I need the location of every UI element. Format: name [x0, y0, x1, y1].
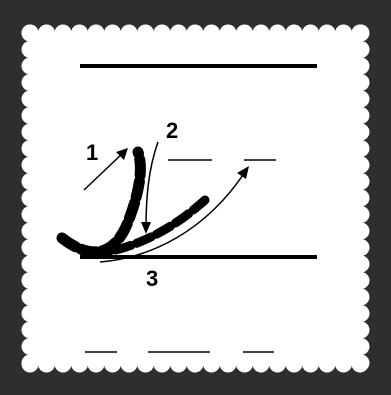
scallop-dot [353, 107, 370, 124]
scallop-dot [55, 25, 72, 42]
scallop-dot [22, 355, 39, 372]
scallop-dot [353, 157, 370, 174]
scallop-dot [38, 356, 55, 373]
scallop-dot [22, 305, 39, 322]
scallop-dot [38, 25, 55, 42]
scallop-dot [353, 173, 370, 190]
scallop-dot [22, 91, 39, 108]
scallop-dot [335, 25, 352, 42]
scallop-dot [22, 223, 39, 240]
scallop-dot [22, 289, 39, 306]
scallop-dot [154, 356, 171, 373]
scallop-dot [22, 140, 39, 157]
scallop-dot [269, 25, 286, 42]
step-number-1: 1 [86, 142, 98, 164]
scallop-dot [302, 356, 319, 373]
step-number-2: 2 [166, 120, 178, 142]
scallop-dot [22, 157, 39, 174]
scallop-dot [353, 91, 370, 108]
scallop-dot [22, 107, 39, 124]
scallop-dot [121, 356, 138, 373]
scallop-dot [253, 356, 270, 373]
scallop-dot [22, 173, 39, 190]
scallop-dot [236, 25, 253, 42]
scallop-dot [22, 322, 39, 339]
scallop-dot [104, 356, 121, 373]
scallop-dot [353, 140, 370, 157]
scallop-dot [22, 272, 39, 289]
scallop-dot [353, 41, 370, 58]
scallop-dot [71, 356, 88, 373]
scallop-dot [353, 305, 370, 322]
scallop-dot [22, 25, 39, 42]
scallop-dot [220, 356, 237, 373]
scallop-dot [353, 322, 370, 339]
scallop-dot [353, 223, 370, 240]
scallop-dot [236, 356, 253, 373]
scallop-dot [353, 272, 370, 289]
scallop-dot [22, 74, 39, 91]
scallop-dot [137, 356, 154, 373]
scallop-dot [286, 356, 303, 373]
scallop-dot [286, 25, 303, 42]
scallop-dot [154, 25, 171, 42]
scallop-dot [353, 190, 370, 207]
scallop-dot [220, 25, 237, 42]
scallop-dot [319, 25, 336, 42]
scallop-dot [353, 289, 370, 306]
scallop-dot [353, 124, 370, 141]
scallop-dot [353, 74, 370, 91]
scallop-dot [22, 338, 39, 355]
scallop-dot [22, 239, 39, 256]
scallop-dot [269, 356, 286, 373]
scallop-dot [353, 206, 370, 223]
scallop-dot [253, 25, 270, 42]
scallop-dot [55, 356, 72, 373]
scallop-dot [22, 190, 39, 207]
scallop-dot [88, 25, 105, 42]
scallop-dot [170, 25, 187, 42]
scallop-dot [22, 256, 39, 273]
scallop-dot [170, 356, 187, 373]
scallop-dot [22, 58, 39, 75]
scallop-dot [137, 25, 154, 42]
scallop-dot [22, 124, 39, 141]
scallop-dot [104, 25, 121, 42]
scallop-dot [302, 25, 319, 42]
scallop-dot [335, 356, 352, 373]
scallop-dot [22, 41, 39, 58]
scallop-dot [203, 356, 220, 373]
scallop-dot [22, 206, 39, 223]
scallop-dot [187, 25, 204, 42]
scallop-dot [203, 25, 220, 42]
scallop-dot [353, 58, 370, 75]
scallop-dot [121, 25, 138, 42]
scallop-dot [353, 355, 370, 372]
scallop-dot [187, 356, 204, 373]
scallop-dot [353, 239, 370, 256]
scallop-dot [88, 356, 105, 373]
scallop-dot [71, 25, 88, 42]
scallop-dot [353, 25, 370, 42]
scallop-dot [319, 356, 336, 373]
card-body [30, 33, 361, 364]
scallop-dot [353, 338, 370, 355]
scallop-dot [353, 256, 370, 273]
step-number-3: 3 [146, 268, 158, 290]
